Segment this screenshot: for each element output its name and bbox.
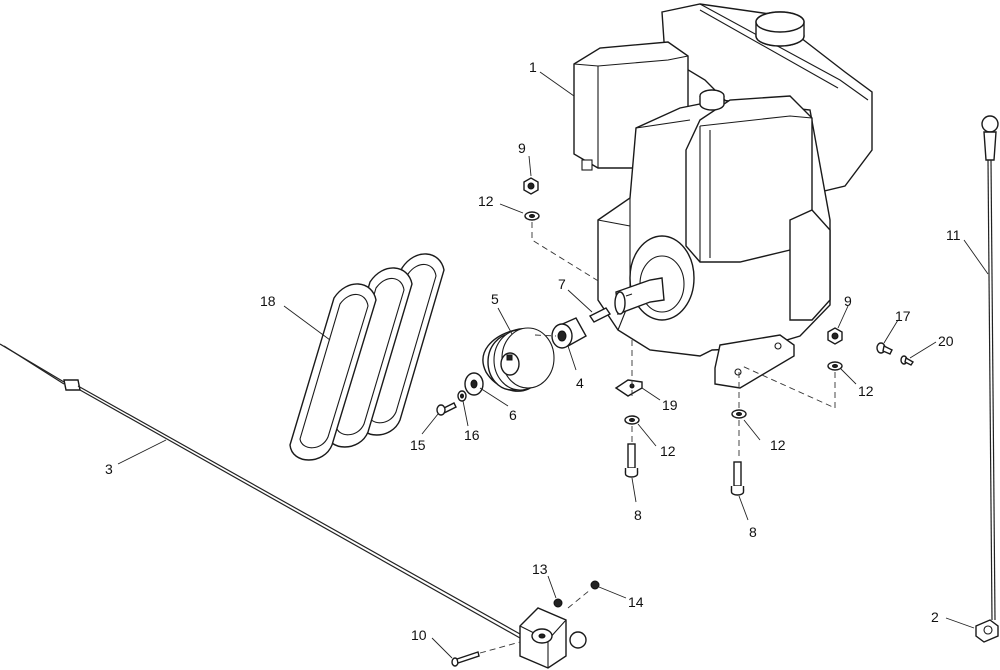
taper-bush [551,317,587,349]
callout-8-left: 8 [634,507,642,523]
washer-12-right [827,361,843,371]
assembly-lines [479,222,836,654]
screw-20 [900,355,914,366]
callout-7: 7 [558,276,566,292]
screw-17 [876,342,893,355]
callout-12-right: 12 [858,383,874,399]
callout-19: 19 [662,397,678,413]
nut-13 [553,598,563,608]
nut-9-right [827,327,843,345]
cable-clamp-2 [975,619,999,643]
callout-1: 1 [529,59,537,75]
control-lever-box [519,607,587,669]
bolt-8-left [624,443,639,478]
washer-12-lower-right [731,409,747,419]
callout-14: 14 [628,594,644,610]
callout-4: 4 [576,375,584,391]
drive-belts [289,253,445,461]
leader-lines [117,71,989,659]
callout-12-top-left: 12 [478,193,494,209]
callout-8-right: 8 [749,524,757,540]
nut-9-left [523,177,539,195]
callout-9-right: 9 [844,293,852,309]
callout-labels: 1 2 3 4 5 6 7 8 8 9 9 10 11 12 12 12 12 … [105,59,961,643]
pulley [482,327,555,392]
shaft-key [588,307,612,323]
callout-2: 2 [931,609,939,625]
pulley-washer [464,372,484,396]
callout-9-left: 9 [518,140,526,156]
mounting-bracket [614,379,643,397]
callout-5: 5 [491,291,499,307]
callout-12-lower-right: 12 [770,437,786,453]
engine-assembly [573,3,873,389]
callout-13: 13 [532,561,548,577]
washer-12-mid [624,415,640,425]
callout-15: 15 [410,437,426,453]
throttle-cable-3 [0,343,521,639]
nut-14 [590,580,600,590]
stop-cable-11 [981,115,999,621]
lock-washer [457,390,467,402]
callout-10: 10 [411,627,427,643]
callout-20: 20 [938,333,954,349]
washer-12-left [524,211,540,221]
callout-16: 16 [464,427,480,443]
callout-18: 18 [260,293,276,309]
callout-11: 11 [946,227,961,243]
callout-6: 6 [509,407,517,423]
callout-17: 17 [895,308,911,324]
pulley-bolt [436,402,457,416]
callout-3: 3 [105,461,113,477]
bolt-8-right [730,461,745,496]
callout-12-mid: 12 [660,443,676,459]
screw-10 [451,651,480,667]
